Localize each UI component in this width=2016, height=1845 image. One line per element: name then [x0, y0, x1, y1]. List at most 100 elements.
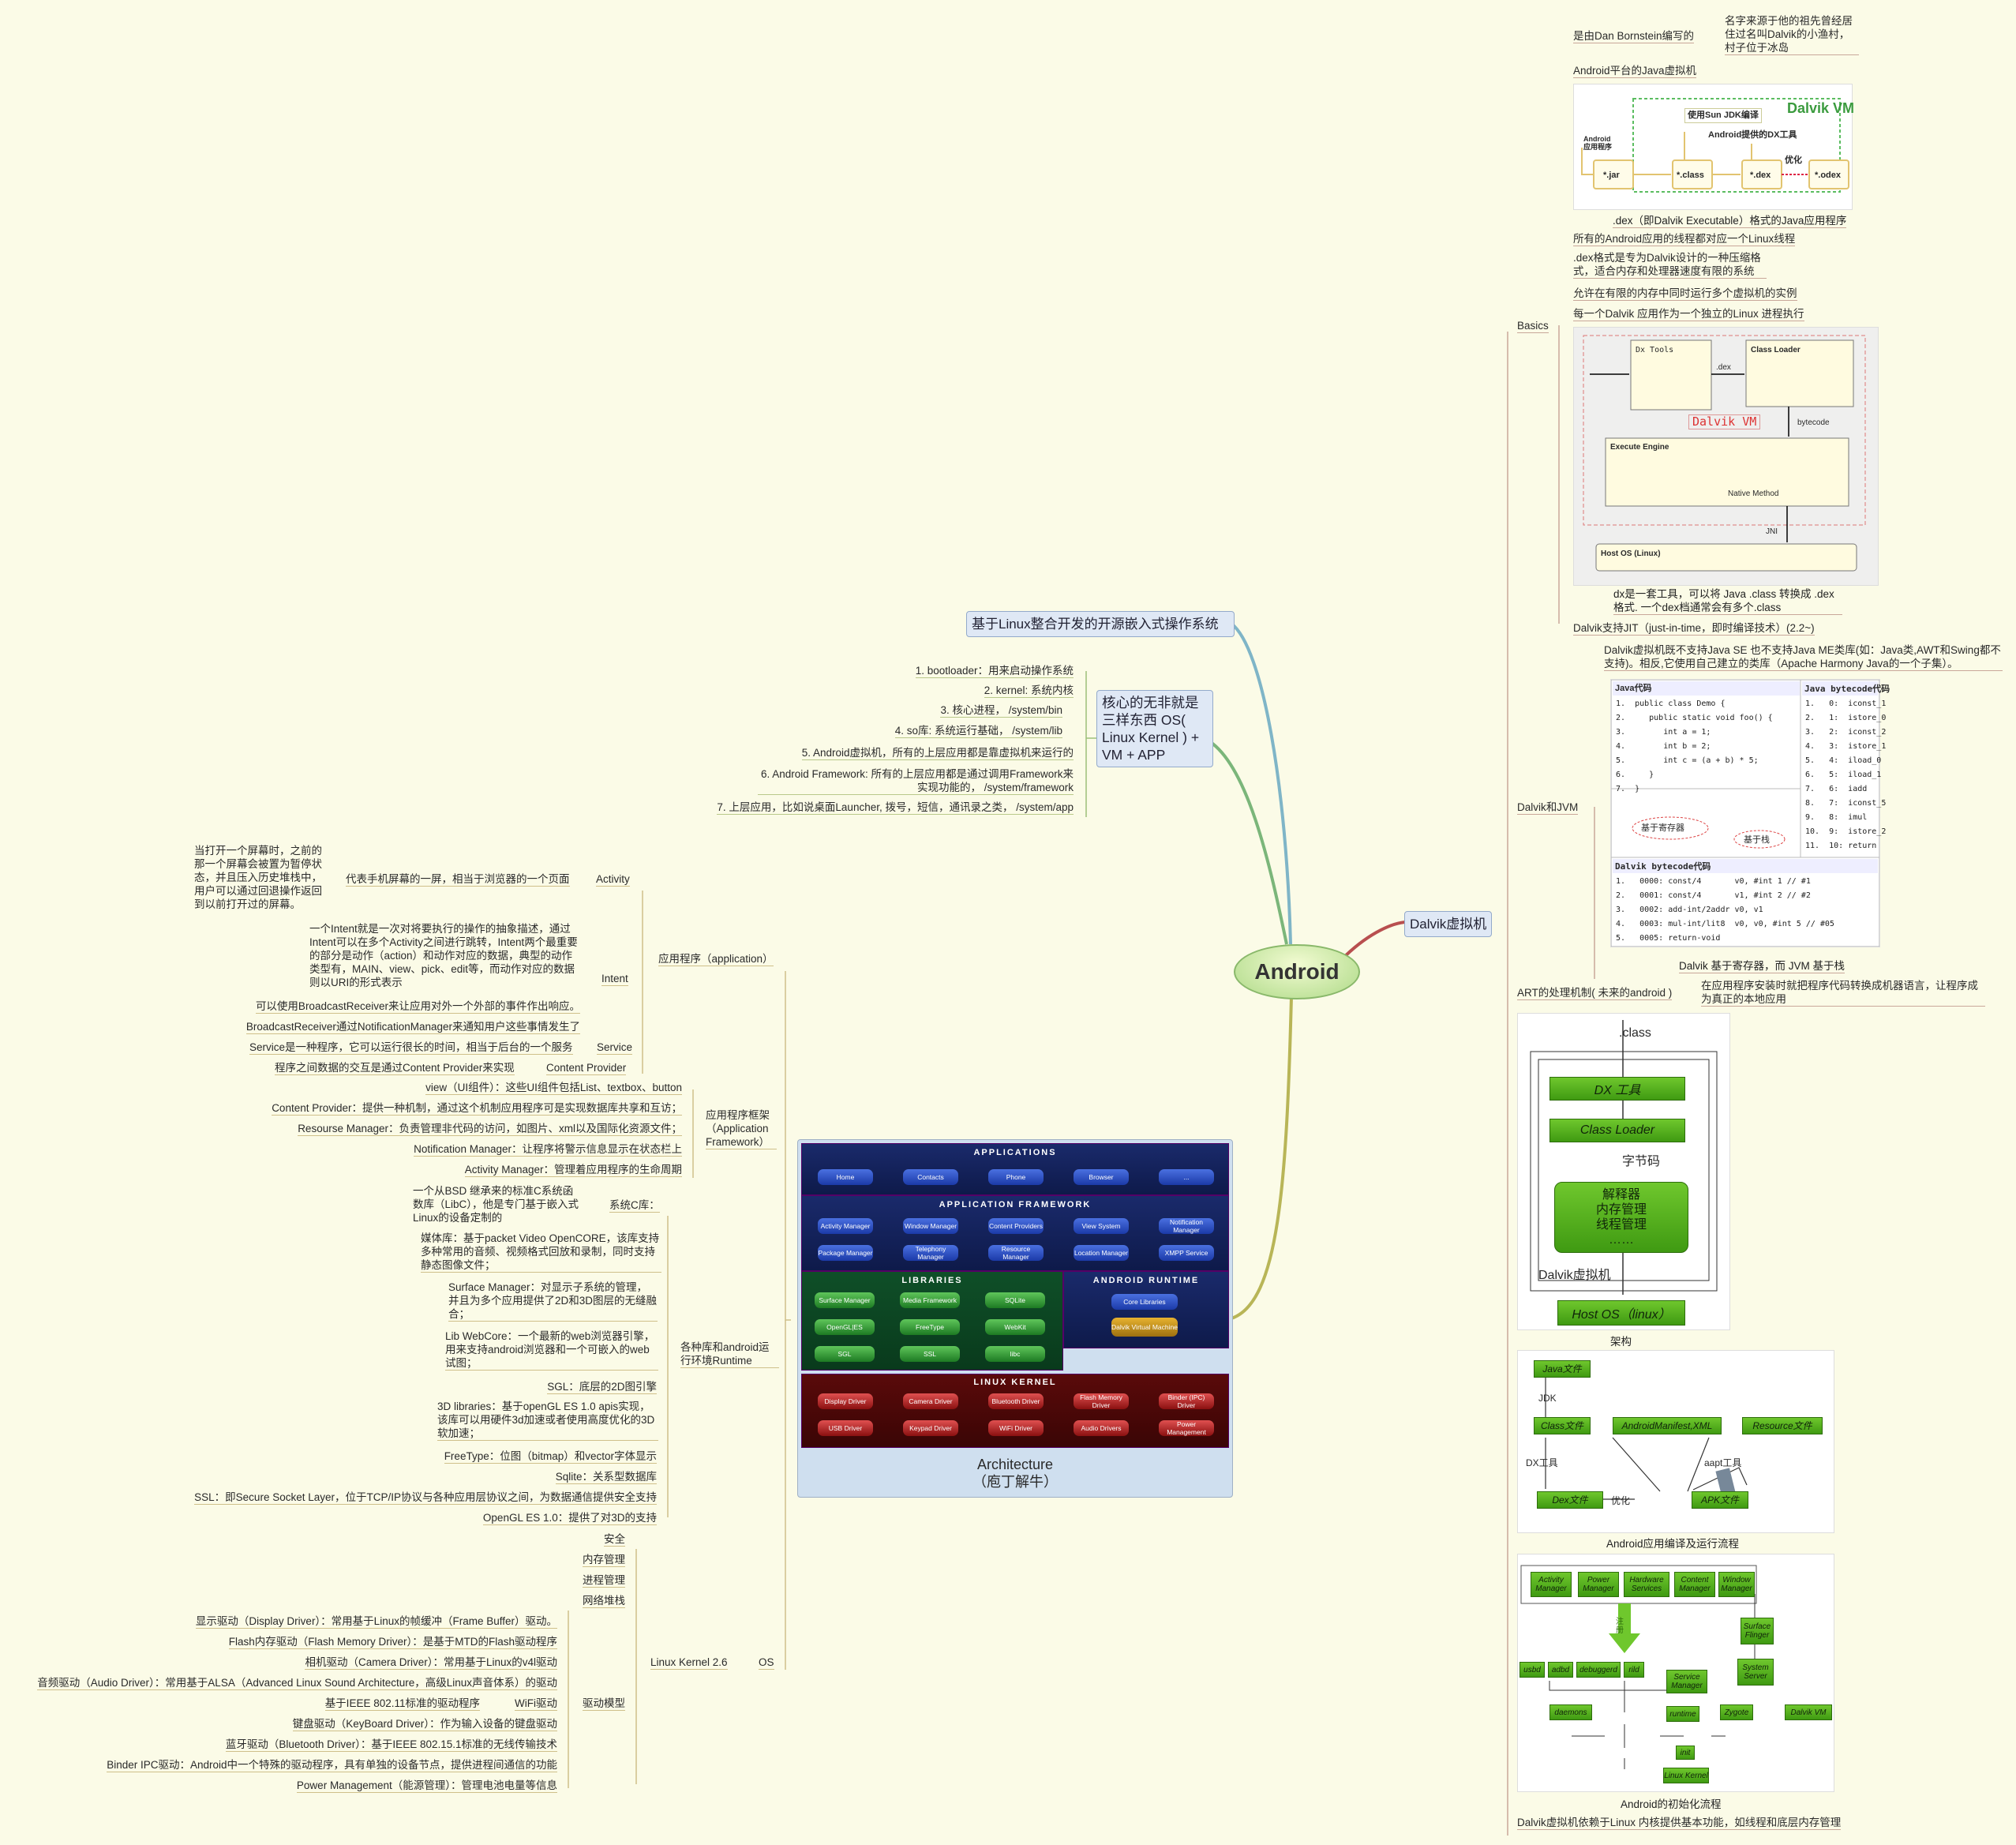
dbc-title: Dalvik bytecode代码: [1615, 861, 1711, 872]
framework-label[interactable]: 应用程序框架（Application Framework）: [706, 1108, 777, 1149]
libc-desc[interactable]: 一个从BSD 继承来的标准C系统函数库（LibC），他是专门基于嵌入式Linux…: [413, 1185, 579, 1224]
framework-item-1[interactable]: view（UI组件）：这些UI组件包括List、textbox、button: [425, 1082, 682, 1095]
libs-sgl[interactable]: SGL：底层的2D图引擎: [547, 1381, 657, 1394]
art-note[interactable]: 在应用程序安装时就把程序代码转换成机器语言，让程序成为真正的本地应用: [1701, 979, 1985, 1007]
dalvik-arch-image: .class DX 工具 Class Loader 字节码 解释器 内存管理 线…: [1517, 1013, 1730, 1330]
fw-4: View System: [1074, 1218, 1129, 1234]
dbc-line: 3. 0002: add-int/2addr v0, v1: [1616, 906, 1763, 914]
driver-5[interactable]: 基于IEEE 802.11标准的驱动程序: [324, 1697, 480, 1711]
jbc-line: 4. 3: istore_1: [1805, 742, 1887, 751]
build-flow-image: Java文件 JDK Class文件 AndroidManifest,XML R…: [1517, 1350, 1834, 1533]
driver-9[interactable]: Power Management（能源管理）：管理电池电量等信息: [296, 1779, 557, 1793]
core-item-5[interactable]: 5. Android虚拟机，所有的上层应用都是靠虚拟机来运行的: [801, 747, 1074, 760]
core-topic-box[interactable]: 核心的无非就是三样东西 OS( Linux Kernel ) + VM + AP…: [1096, 690, 1213, 767]
core-item-4[interactable]: 4. so库: 系统运行基础， /system/lib: [894, 725, 1062, 738]
dexvm-title: Dalvik VM: [1787, 100, 1855, 116]
build-aapt: aapt工具: [1704, 1457, 1742, 1468]
os-item-process[interactable]: 进程管理: [583, 1574, 625, 1588]
broadcast-1[interactable]: 可以使用BroadcastReceiver来让应用对外一个外部的事件作出响应。: [255, 1000, 580, 1014]
intent-note[interactable]: 一个Intent就是一次对将要执行的操作的抽象描述，通过Intent可以在多个A…: [309, 923, 578, 988]
driver-label[interactable]: 驱动模型: [583, 1697, 625, 1711]
dexvm-jdk: 使用Sun JDK编译: [1684, 108, 1762, 123]
kn-2: Camera Driver: [903, 1393, 958, 1409]
basics-author[interactable]: 是由Dan Bornstein编写的: [1573, 30, 1695, 43]
java-line: 7. }: [1616, 785, 1640, 793]
wifi-label[interactable]: WiFi驱动: [515, 1697, 557, 1711]
dalvik-depends[interactable]: Dalvik虚拟机依赖于Linux 内核提供基本功能，如线程和底层内存管理: [1517, 1817, 1842, 1830]
broadcast-2[interactable]: BroadcastReceiver通过NotificationManager来通…: [245, 1021, 580, 1034]
dex-flow-image: Dalvik VM 使用Sun JDK编译 Android提供的DX工具 And…: [1573, 84, 1855, 210]
init-top-1: Activity Manager: [1531, 1572, 1572, 1597]
core-item-2[interactable]: 2. kernel: 系统内核: [984, 684, 1074, 698]
libs-surface[interactable]: Surface Manager：对显示子系统的管理，并且为多个应用提供了2D和3…: [448, 1281, 658, 1322]
framework-item-2[interactable]: Content Provider：提供一种机制，通过这个机制应用程序可是实现数据…: [272, 1102, 682, 1116]
fw-9: Location Manager: [1074, 1245, 1129, 1261]
lib-1: Surface Manager: [815, 1292, 875, 1308]
init-runtime: runtime: [1666, 1706, 1699, 1722]
driver-3[interactable]: 相机驱动（Camera Driver）：常用基于Linux的v4l驱动: [305, 1656, 557, 1670]
service-desc[interactable]: Service是一种程序，它可以运行很长的时间，相当于后台的一个服务: [249, 1041, 573, 1055]
basics-thread[interactable]: 所有的Android应用的线程都对应一个Linux线程: [1573, 233, 1796, 246]
core-item-3[interactable]: 3. 核心进程， /system/bin: [940, 704, 1062, 718]
core-item-6[interactable]: 6. Android Framework: 所有的上层应用都是通过调用Frame…: [758, 767, 1074, 795]
provider-label[interactable]: Content Provider: [546, 1062, 627, 1075]
libs-label[interactable]: 各种库和android运行环境Runtime: [680, 1341, 779, 1368]
intent-label[interactable]: Intent: [601, 973, 628, 986]
app-label[interactable]: 应用程序（application）: [658, 953, 774, 966]
libs-3d[interactable]: 3D libraries：基于openGL ES 1.0 apis实现，该库可以…: [437, 1400, 658, 1441]
jvm-label[interactable]: Dalvik和JVM: [1517, 801, 1579, 815]
driver-1[interactable]: 显示驱动（Display Driver）：常用基于Linux的帧缓冲（Frame…: [195, 1615, 557, 1629]
build-manifest: AndroidManifest,XML: [1613, 1417, 1722, 1434]
lib-5: FreeType: [900, 1319, 960, 1335]
os-label[interactable]: OS: [759, 1656, 774, 1670]
top-topic-box[interactable]: 基于Linux整合开发的开源嵌入式操作系统: [966, 611, 1235, 637]
libs-webcore[interactable]: Lib WebCore：一个最新的web浏览器引擎， 用来支持android浏览…: [445, 1329, 658, 1371]
activity-label[interactable]: Activity: [596, 873, 630, 887]
core-item-1[interactable]: 1. bootloader：用来启动操作系统: [915, 665, 1074, 678]
init-adbd: adbd: [1548, 1662, 1573, 1678]
driver-6[interactable]: 键盘驱动（KeyBoard Driver）：作为输入设备的键盘驱动: [292, 1718, 557, 1731]
fw-10: XMPP Service: [1159, 1245, 1214, 1261]
basics-process[interactable]: 每一个Dalvik 应用作为一个独立的Linux 进程执行: [1573, 308, 1804, 321]
os-item-network[interactable]: 网络堆栈: [583, 1595, 625, 1608]
arch2-vm: Dalvik虚拟机: [1538, 1269, 1611, 1282]
os-item-security[interactable]: 安全: [604, 1533, 625, 1547]
framework-item-3[interactable]: Resourse Manager：负责管理非代码的访问，如图片、xml以及国际化…: [298, 1123, 682, 1136]
jvm-note[interactable]: Dalvik虚拟机既不支持Java SE 也不支持Java ME类库(如：Jav…: [1604, 643, 2003, 671]
center-node[interactable]: Android: [1234, 944, 1360, 999]
init-top-4: Content Manager: [1674, 1572, 1715, 1597]
basics-java-vm[interactable]: Android平台的Java虚拟机: [1573, 65, 1697, 78]
libs-sqlite[interactable]: Sqlite：关系型数据库: [555, 1471, 657, 1484]
basics-jit[interactable]: Dalvik支持JIT（just-in-time，即时编译技术）(2.2~): [1573, 622, 1815, 636]
core-item-7[interactable]: 7. 上层应用，比如说桌面Launcher, 拨号，短信，通讯录之类， /sys…: [717, 801, 1074, 815]
activity-desc[interactable]: 代表手机屏幕的一屏，相当于浏览器的一个页面: [346, 873, 570, 887]
basics-multi[interactable]: 允许在有限的内存中同时运行多个虚拟机的实例: [1573, 287, 1797, 301]
kernel-label[interactable]: Linux Kernel 2.6: [650, 1656, 728, 1670]
provider-desc[interactable]: 程序之间数据的交互是通过Content Provider来实现: [275, 1062, 515, 1075]
init-service-manager: Service Manager: [1666, 1670, 1707, 1693]
libs-opengl[interactable]: OpenGL ES 1.0：提供了对3D的支持: [482, 1512, 657, 1525]
libs-media[interactable]: 媒体库：基于packet Video OpenCORE，该库支持多种常用的音频、…: [421, 1232, 661, 1273]
libc-label[interactable]: 系统C库：: [609, 1199, 660, 1213]
basics-label[interactable]: Basics: [1517, 320, 1549, 333]
art-label[interactable]: ART的处理机制( 未来的android ): [1517, 987, 1673, 1000]
driver-2[interactable]: Flash内存驱动（Flash Memory Driver）：是基于MTD的Fl…: [228, 1636, 557, 1649]
libs-ssl[interactable]: SSL：即Secure Socket Layer，位于TCP/IP协议与各种应用…: [194, 1491, 657, 1505]
init-zygote: Zygote: [1720, 1704, 1753, 1720]
dx-caption: dx是一套工具，可以将 Java .class 转换成 .dex 格式. 一个d…: [1613, 587, 1842, 615]
framework-item-4[interactable]: Notification Manager：让程序将警示信息显示在状态栏上: [414, 1143, 682, 1157]
basics-author-note[interactable]: 名字来源于他的祖先曾经居住过名叫Dalvik的小渔村，村子位于冰岛: [1725, 14, 1859, 55]
os-item-memory[interactable]: 内存管理: [583, 1554, 625, 1567]
driver-7[interactable]: 蓝牙驱动（Bluetooth Driver）：基于IEEE 802.15.1标准…: [225, 1738, 557, 1752]
basics-dex-format[interactable]: .dex格式是专为Dalvik设计的一种压缩格式，适合内存和处理器速度有限的系统: [1573, 251, 1767, 279]
framework-item-5[interactable]: Activity Manager：管理着应用程序的生命周期: [464, 1164, 682, 1177]
driver-4[interactable]: 音频驱动（Audio Driver）：常用基于ALSA（Advanced Lin…: [37, 1677, 557, 1690]
service-label[interactable]: Service: [597, 1041, 633, 1055]
arch-caption-1: Architecture: [976, 1457, 1054, 1472]
jbc-line: 8. 7: iconst_5: [1805, 799, 1887, 808]
dalvik-topic-box[interactable]: Dalvik虚拟机: [1404, 911, 1493, 937]
jbc-line: 11. 10: return: [1805, 842, 1877, 850]
libs-freetype[interactable]: FreeType：位图（bitmap）和vector字体显示: [444, 1450, 657, 1464]
activity-note[interactable]: 当打开一个屏幕时，之前的那一个屏幕会被置为暂停状态，并且压入历史堆栈中，用户可以…: [194, 845, 322, 910]
driver-8[interactable]: Binder IPC驱动：Android中一个特殊的驱动程序，具有单独的设备节点…: [107, 1759, 557, 1772]
